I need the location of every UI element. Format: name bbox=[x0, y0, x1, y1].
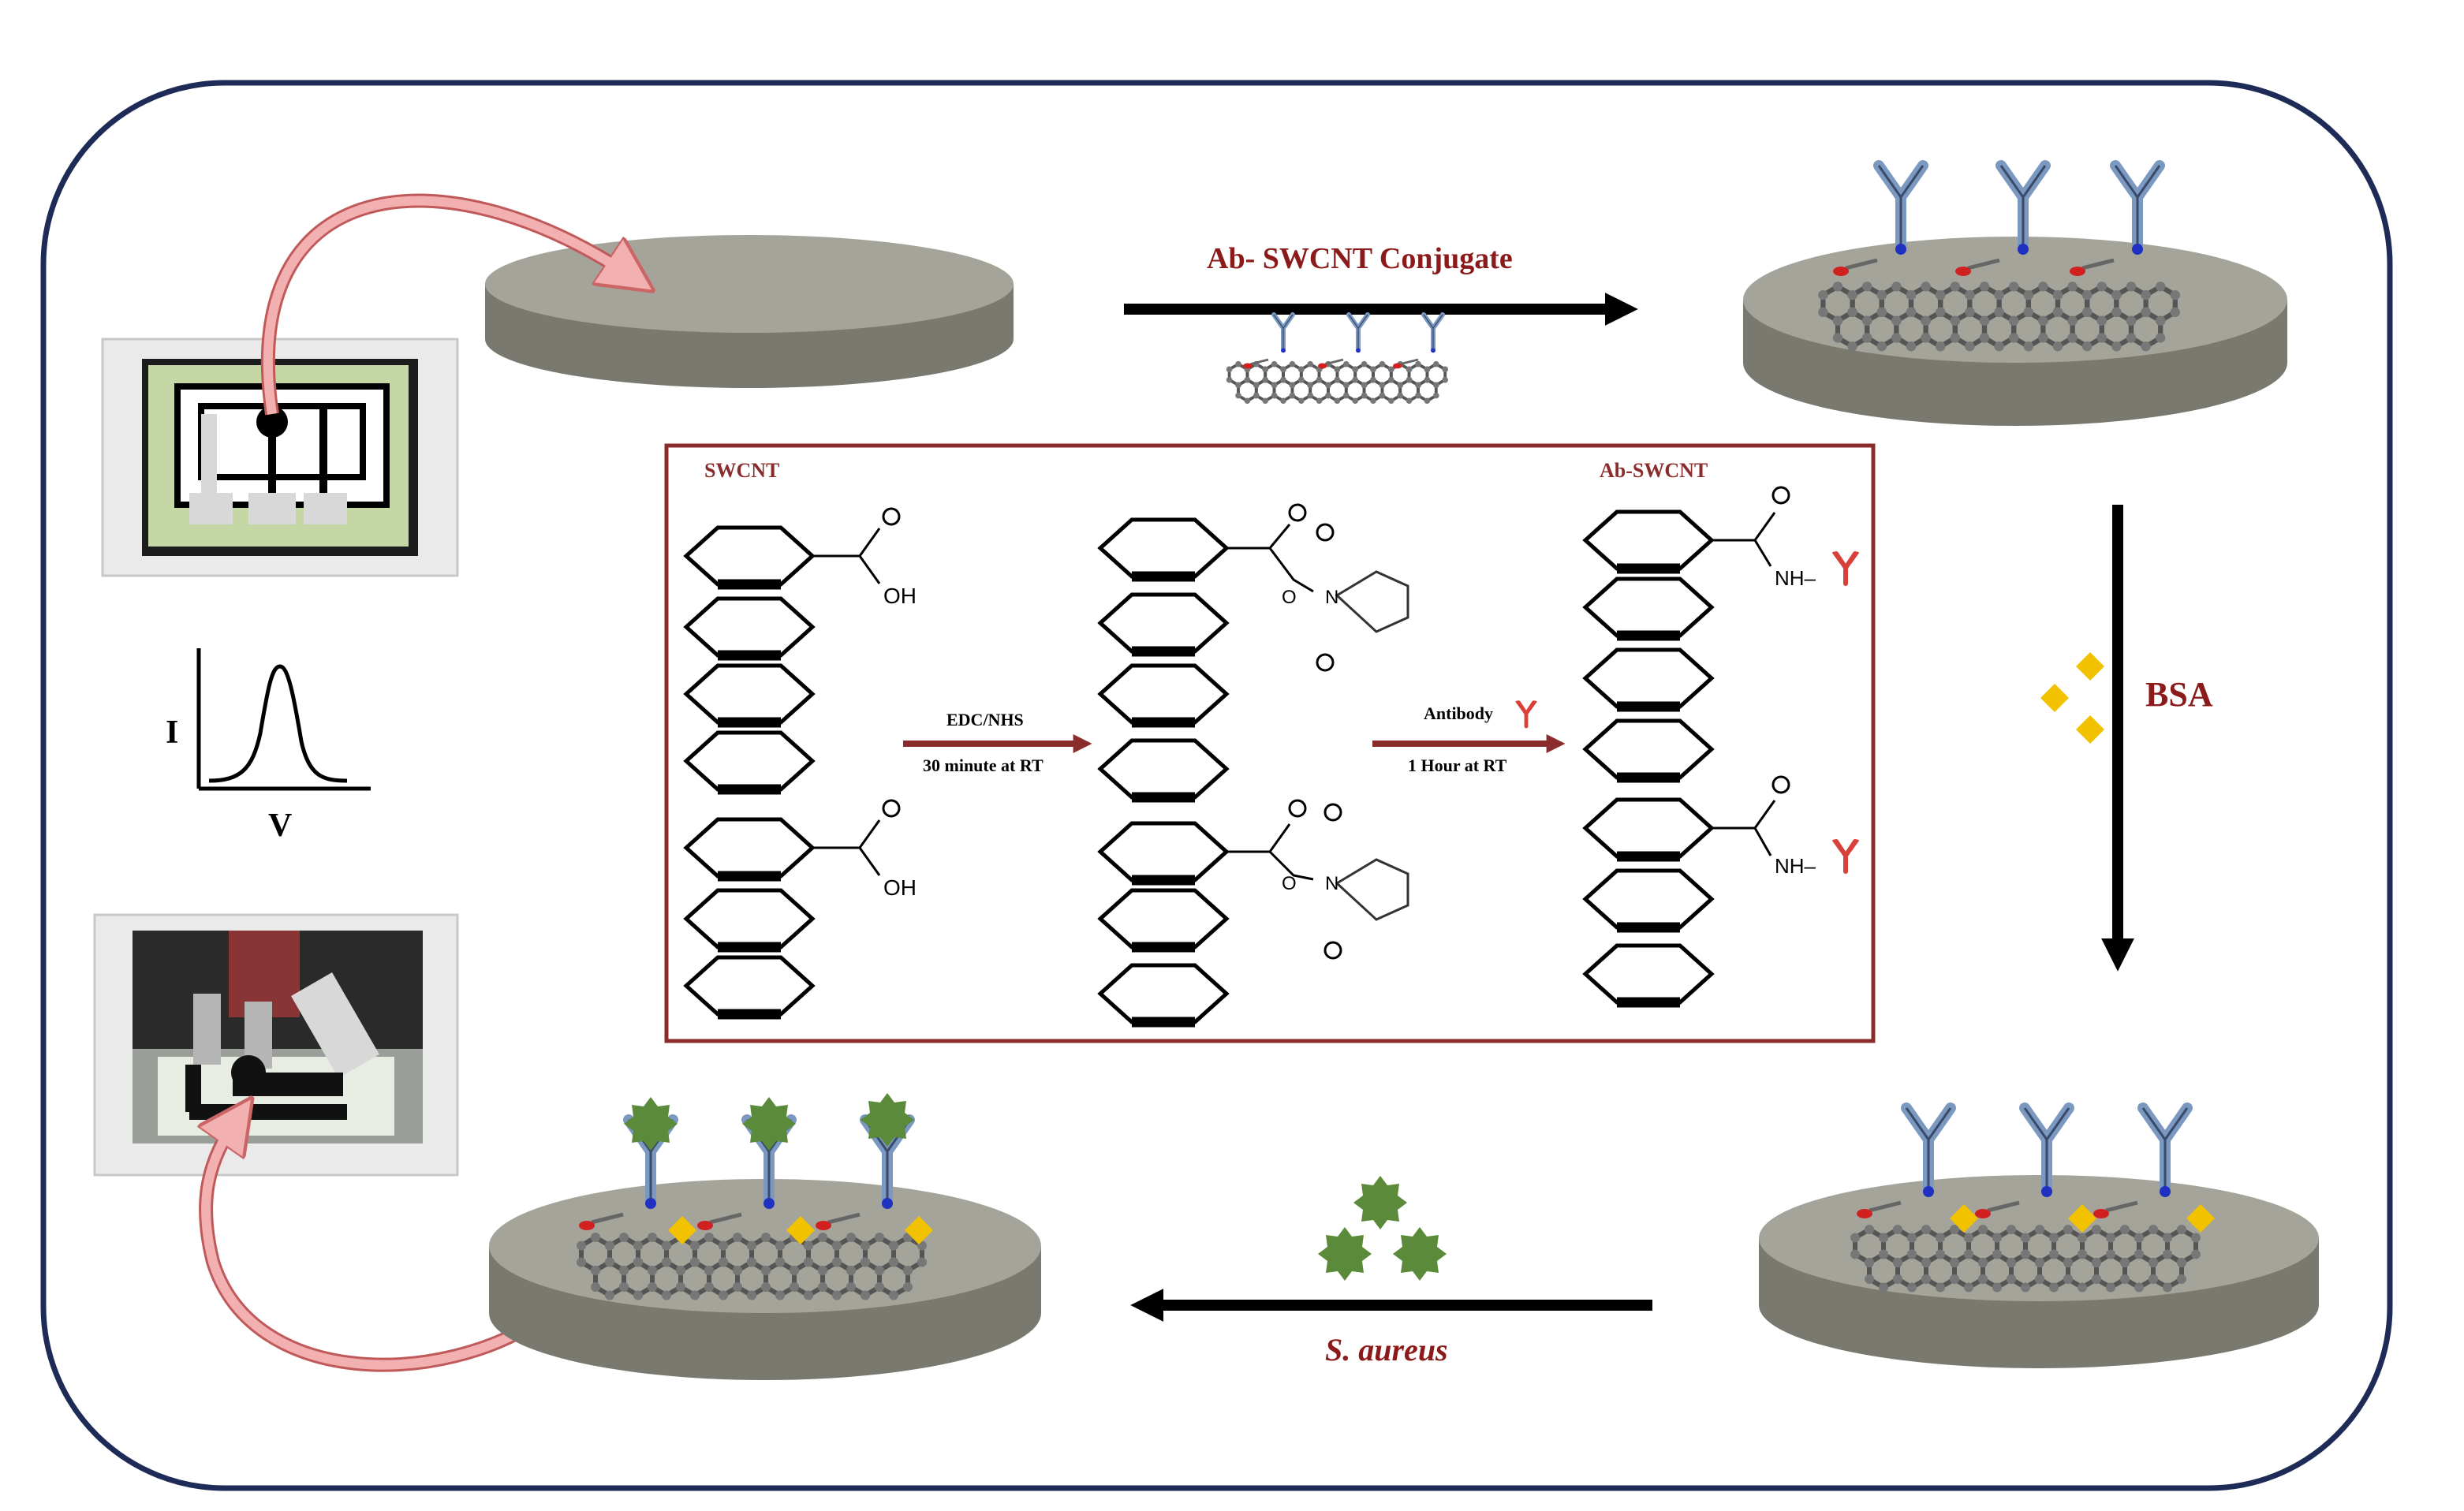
ab-swcnt-label: Ab-SWCNT bbox=[1600, 459, 1708, 482]
ab-swcnt-conjugate-label: Ab- SWCNT Conjugate bbox=[1207, 242, 1513, 275]
sensor-chip-illustration bbox=[101, 338, 459, 577]
conjugate-lattice-icon bbox=[1226, 315, 1448, 404]
oh-label-1: OH bbox=[883, 584, 917, 608]
oh-label-2: OH bbox=[883, 875, 917, 900]
bsa-label: BSA bbox=[2145, 675, 2213, 714]
nhs-n-label-2: N bbox=[1325, 873, 1338, 894]
swcnt-label: SWCNT bbox=[704, 459, 779, 482]
step1-reagent: EDC/NHS bbox=[946, 710, 1024, 729]
electrode-with-antibodies bbox=[1743, 166, 2287, 426]
s-aureus-label: S. aureus bbox=[1325, 1332, 1448, 1367]
outer-frame bbox=[40, 80, 2393, 1491]
step2-condition: 1 Hour at RT bbox=[1408, 756, 1507, 775]
ab-swcnt-structure bbox=[1585, 486, 1858, 1002]
conjugation-scheme: SWCNT Ab-SWCNT OH OH EDC/NHS 30 minute a… bbox=[664, 443, 1876, 1043]
axis-v-label: V bbox=[268, 808, 292, 844]
nhs-ester-structure bbox=[1100, 503, 1409, 1022]
measurement-setup-photo bbox=[93, 913, 459, 1177]
step2-reagent: Antibody bbox=[1424, 703, 1493, 723]
s-aureus-bacteria-icon bbox=[1318, 1176, 1447, 1281]
step1-condition: 30 minute at RT bbox=[923, 756, 1043, 775]
nh-label-2: NH– bbox=[1775, 854, 1816, 878]
voltammogram-inset: I V bbox=[166, 648, 371, 844]
swcnt-structure bbox=[686, 507, 901, 1014]
bare-electrode-disc bbox=[485, 235, 1014, 388]
nhs-o-label-2: O bbox=[1282, 873, 1297, 894]
nhs-o-label-1: O bbox=[1282, 587, 1297, 608]
axis-i-label: I bbox=[166, 714, 178, 751]
nh-label-1: NH– bbox=[1775, 566, 1816, 590]
bsa-diamonds-icon bbox=[2040, 652, 2104, 744]
electrode-with-captured-bacteria bbox=[489, 1093, 1041, 1380]
electrode-with-antibodies-and-bsa bbox=[1759, 1108, 2319, 1368]
nhs-n-label-1: N bbox=[1325, 587, 1338, 608]
